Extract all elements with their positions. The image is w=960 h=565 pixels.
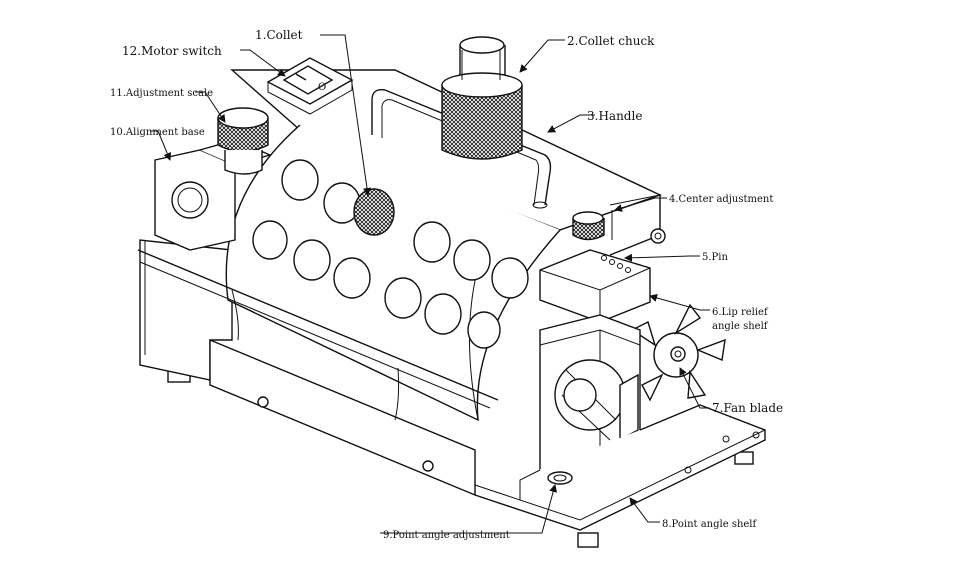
- label-angle-shelf: angle shelf: [712, 321, 769, 332]
- center-adjustment-knob: [572, 211, 666, 244]
- collet-holes: [252, 159, 529, 349]
- label-motor-switch: 12.Motor switch: [122, 44, 222, 58]
- label-collet: 1.Collet: [255, 28, 303, 42]
- collet-chuck: [441, 36, 523, 160]
- label-center-adjustment: 4.Center adjustment: [669, 194, 773, 205]
- label-alignment-base: 10.Alignment base: [110, 127, 205, 138]
- lip-relief-angle-shelf: [539, 249, 651, 323]
- point-angle-shelf: [539, 314, 641, 491]
- label-collet-chuck: 2.Collet chuck: [567, 34, 655, 48]
- label-fan-blade: 7.Fan blade: [712, 401, 783, 415]
- base-plate: [474, 404, 766, 531]
- label-pin: 5.Pin: [702, 252, 728, 263]
- label-handle: 3.Handle: [587, 109, 642, 123]
- adjustment-scale-knob: [217, 107, 269, 175]
- collet: [353, 188, 395, 236]
- callout-labels: 1.Collet 2.Collet chuck 3.Handle 4.Cente…: [110, 28, 783, 541]
- label-lip-relief: 6.Lip relief: [712, 307, 769, 318]
- leader-lines: [150, 34, 710, 534]
- switch-off-mark: O: [318, 82, 326, 93]
- label-point-angle-shelf: 8.Point angle shelf: [662, 519, 758, 530]
- label-adjustment-scale: 11.Adjustment scale: [110, 88, 213, 99]
- label-point-angle-adjustment: 9.Point angle adjustment: [383, 530, 510, 541]
- fan-blade: [630, 303, 726, 402]
